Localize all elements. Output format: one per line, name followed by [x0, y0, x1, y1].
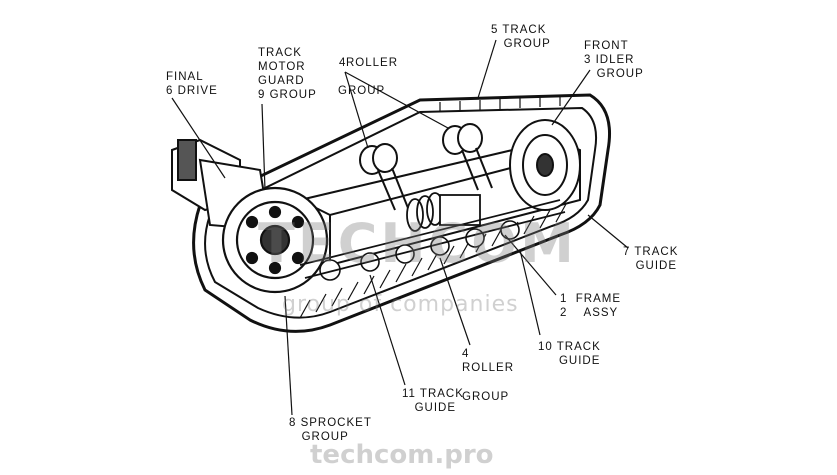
carrier-rollers — [359, 123, 493, 211]
label-track-guide-11-group: GROUP — [462, 391, 510, 403]
watermark-url: techcom.pro — [310, 440, 494, 470]
label-final-drive: FINAL 6 DRIVE — [166, 71, 218, 97]
label-track-guide-11: 11 TRACK GUIDE — [402, 388, 464, 414]
final-drive — [171, 138, 272, 232]
label-front-idler: FRONT 3 IDLER GROUP — [584, 40, 644, 80]
label-track-motor-guard: TRACK MOTOR GUARD 9 GROUP — [258, 47, 317, 101]
label-sprocket: 8 SPROCKET GROUP — [289, 417, 372, 443]
label-roller-top-num: 4 — [339, 57, 347, 69]
drive-sprocket — [221, 186, 329, 294]
label-track-group: 5 TRACK GROUP — [491, 24, 551, 50]
label-roller-top-group: GROUP — [338, 85, 386, 97]
track-chain — [192, 93, 612, 333]
track-guides — [299, 199, 566, 279]
watermark-tagline: group of companies — [282, 292, 519, 317]
top-track-shoes — [439, 96, 561, 112]
front-idler — [509, 119, 581, 211]
label-track-guide-7: 7 TRACK GUIDE — [623, 246, 679, 272]
label-track-guide-10: 10 TRACK GUIDE — [538, 341, 601, 367]
label-roller-bottom: 4 ROLLER — [462, 348, 515, 374]
label-roller-top: ROLLER — [346, 57, 399, 69]
watermark-logo-text: TECHCOM — [258, 212, 577, 275]
label-frame-assy: 1 FRAME 2 ASSY — [560, 293, 622, 319]
leader-lines — [171, 39, 629, 416]
